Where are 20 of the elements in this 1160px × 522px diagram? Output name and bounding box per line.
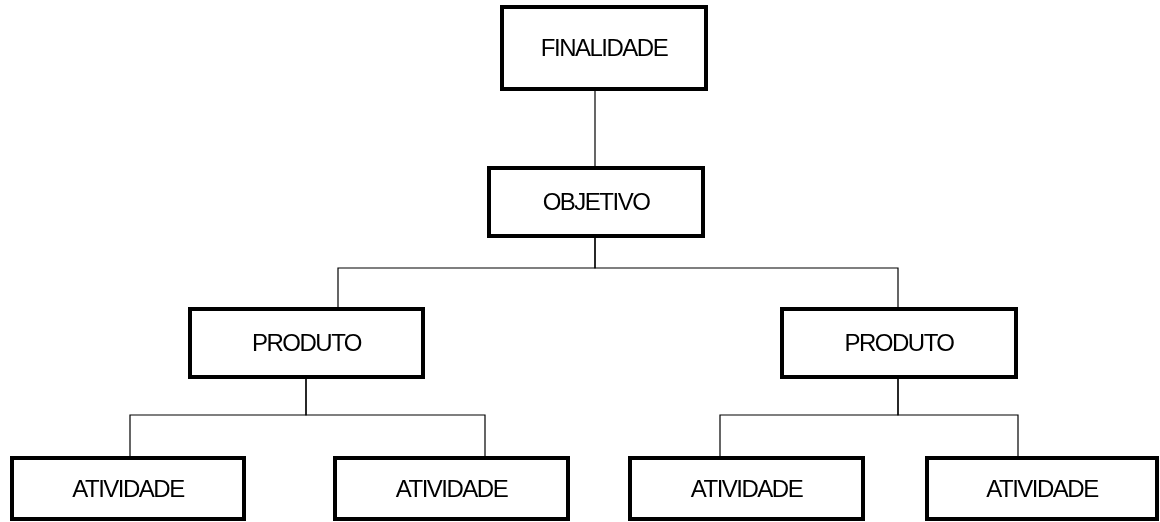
- connector-line: [897, 378, 1019, 457]
- box-label: ATIVIDADE: [986, 474, 1098, 503]
- hierarchy-box: [500, 5, 708, 91]
- hierarchy-box: [628, 456, 865, 521]
- hierarchy-box: [10, 456, 246, 521]
- box-label: PRODUTO: [251, 329, 362, 357]
- connector-line: [594, 237, 899, 308]
- hierarchy-box: [780, 307, 1018, 379]
- box-label: ATIVIDADE: [690, 474, 803, 503]
- connector-line: [594, 90, 596, 167]
- connector-line: [305, 378, 486, 457]
- box-label: FINALIDADE: [540, 34, 668, 62]
- hierarchy-box: [333, 456, 570, 521]
- hierarchy-box: [188, 307, 425, 379]
- box-label: OBJETIVO: [542, 188, 650, 216]
- box-label: ATIVIDADE: [395, 474, 508, 503]
- box-label: PRODUTO: [844, 329, 954, 357]
- box-label: ATIVIDADE: [72, 474, 184, 503]
- hierarchy-box: [925, 456, 1159, 521]
- hierarchy-box: [487, 166, 705, 238]
